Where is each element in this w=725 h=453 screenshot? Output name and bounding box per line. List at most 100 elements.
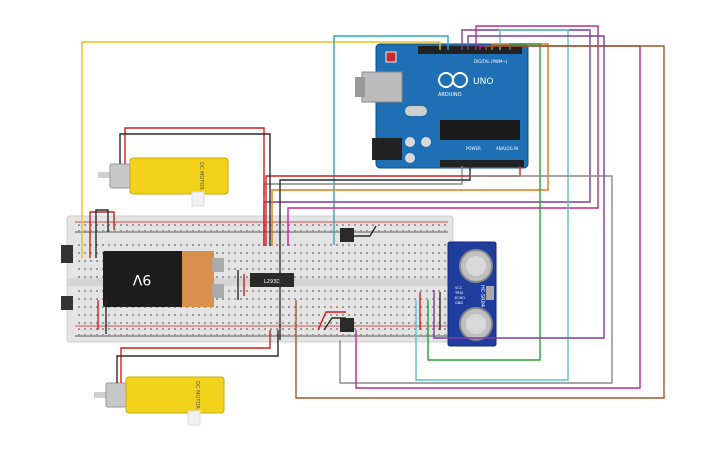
breadboard-hole: [408, 298, 410, 300]
breadboard-hole: [96, 230, 98, 232]
breadboard-hole: [252, 290, 254, 292]
breadboard-hole: [204, 224, 206, 226]
breadboard-hole: [300, 334, 302, 336]
digital-label: DIGITAL (PWM~): [474, 59, 508, 64]
breadboard-hole: [90, 328, 92, 330]
breadboard-hole: [366, 322, 368, 324]
breadboard-hole: [228, 224, 230, 226]
breadboard-hole: [300, 298, 302, 300]
breadboard-hole: [210, 322, 212, 324]
breadboard-hole: [330, 252, 332, 254]
breadboard-hole: [330, 224, 332, 226]
breadboard-hole: [78, 276, 80, 278]
breadboard-hole: [204, 314, 206, 316]
breadboard-hole: [378, 334, 380, 336]
breadboard-hole: [222, 244, 224, 246]
breadboard-hole: [240, 268, 242, 270]
power-jack: [372, 138, 402, 160]
breadboard-hole: [420, 230, 422, 232]
breadboard-hole: [90, 268, 92, 270]
breadboard-hole: [402, 322, 404, 324]
breadboard-hole: [84, 252, 86, 254]
breadboard-hole: [84, 276, 86, 278]
breadboard-hole: [312, 314, 314, 316]
breadboard-hole: [90, 314, 92, 316]
breadboard-hole: [408, 230, 410, 232]
breadboard-hole: [438, 314, 440, 316]
breadboard-hole: [210, 224, 212, 226]
breadboard-hole: [372, 298, 374, 300]
wire-button-top-black: [354, 225, 377, 237]
breadboard-hole: [228, 260, 230, 262]
breadboard-hole: [432, 224, 434, 226]
breadboard-hole: [438, 306, 440, 308]
breadboard-hole: [216, 298, 218, 300]
breadboard-hole: [444, 268, 446, 270]
breadboard-hole: [132, 244, 134, 246]
breadboard-hole: [336, 276, 338, 278]
breadboard-hole: [414, 244, 416, 246]
breadboard-hole: [180, 224, 182, 226]
breadboard-hole: [216, 230, 218, 232]
breadboard-hole: [324, 290, 326, 292]
breadboard-hole: [354, 244, 356, 246]
breadboard-hole: [222, 252, 224, 254]
breadboard-hole: [438, 298, 440, 300]
breadboard-hole: [360, 224, 362, 226]
sensor-pin-gnd: GND: [455, 301, 463, 305]
breadboard-hole: [264, 314, 266, 316]
breadboard-hole: [444, 252, 446, 254]
breadboard-hole: [366, 260, 368, 262]
breadboard-hole: [354, 306, 356, 308]
breadboard-hole: [234, 334, 236, 336]
breadboard-hole: [270, 328, 272, 330]
breadboard-hole: [426, 314, 428, 316]
breadboard-hole: [444, 314, 446, 316]
breadboard-hole: [120, 334, 122, 336]
breadboard-hole: [360, 230, 362, 232]
breadboard-hole: [420, 334, 422, 336]
breadboard-hole: [342, 290, 344, 292]
breadboard-hole: [264, 260, 266, 262]
breadboard-hole: [444, 276, 446, 278]
breadboard-hole: [366, 306, 368, 308]
breadboard-hole: [384, 268, 386, 270]
breadboard-hole: [180, 314, 182, 316]
breadboard-hole: [252, 306, 254, 308]
breadboard-hole: [354, 260, 356, 262]
breadboard-hole: [432, 260, 434, 262]
breadboard-hole: [252, 328, 254, 330]
breadboard-hole: [408, 314, 410, 316]
breadboard-hole: [78, 252, 80, 254]
breadboard-hole: [144, 314, 146, 316]
breadboard-hole: [420, 260, 422, 262]
breadboard-hole: [138, 230, 140, 232]
breadboard-hole: [438, 244, 440, 246]
breadboard-hole: [318, 322, 320, 324]
breadboard-hole: [366, 328, 368, 330]
breadboard-hole: [174, 230, 176, 232]
breadboard-hole: [372, 260, 374, 262]
breadboard-hole: [420, 224, 422, 226]
breadboard-hole: [90, 306, 92, 308]
wire-cyan: [333, 35, 449, 245]
breadboard-hole: [96, 260, 98, 262]
breadboard-hole: [264, 224, 266, 226]
breadboard-hole: [78, 328, 80, 330]
breadboard-hole: [168, 334, 170, 336]
breadboard-hole: [180, 322, 182, 324]
breadboard-hole: [252, 314, 254, 316]
breadboard-hole: [378, 252, 380, 254]
breadboard-hole: [444, 230, 446, 232]
breadboard-hole: [414, 268, 416, 270]
breadboard-hole: [342, 244, 344, 246]
breadboard-hole: [294, 298, 296, 300]
breadboard-hole: [222, 276, 224, 278]
breadboard-hole: [408, 252, 410, 254]
breadboard-hole: [390, 268, 392, 270]
breadboard-hole: [306, 314, 308, 316]
breadboard-hole: [390, 298, 392, 300]
breadboard-hole: [216, 252, 218, 254]
breadboard-hole: [318, 224, 320, 226]
breadboard-hole: [204, 334, 206, 336]
